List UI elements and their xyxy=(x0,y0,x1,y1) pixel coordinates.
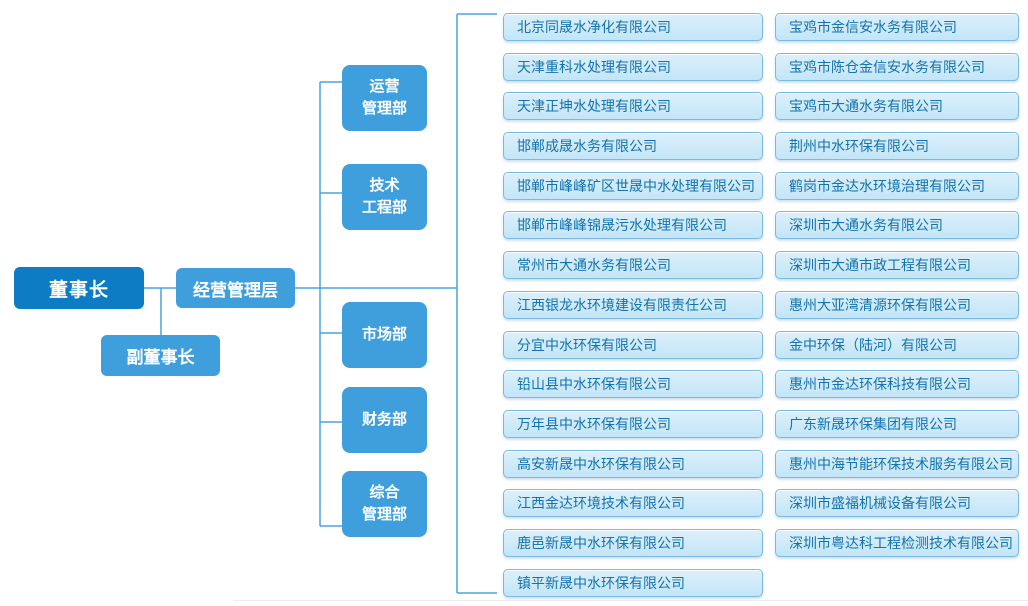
company-box: 宝鸡市大通水务有限公司 xyxy=(775,92,1019,121)
company-column-left: 北京同晟水净化有限公司天津重科水处理有限公司天津正坤水处理有限公司邯郸成晟水务有… xyxy=(503,13,763,606)
company-box: 分宜中水环保有限公司 xyxy=(503,330,763,359)
company-box: 天津重科水处理有限公司 xyxy=(503,52,763,81)
company-box: 邯郸市峰峰矿区世晟中水处理有限公司 xyxy=(503,171,763,200)
company-box: 鹤岗市金达水环境治理有限公司 xyxy=(775,171,1019,200)
department-box-operations: 运营 管理部 xyxy=(342,65,427,131)
company-box: 荆州中水环保有限公司 xyxy=(775,132,1019,161)
company-box: 宝鸡市陈仓金信安水务有限公司 xyxy=(775,52,1019,81)
company-box: 宝鸡市金信安水务有限公司 xyxy=(775,13,1019,41)
management-box: 经营管理层 xyxy=(176,268,295,308)
vice-chairman-box: 副董事长 xyxy=(101,335,220,376)
company-box: 江西金达环境技术有限公司 xyxy=(503,489,763,518)
department-box-market: 市场部 xyxy=(342,302,427,368)
company-box: 高安新晟中水环保有限公司 xyxy=(503,449,763,478)
company-box: 常州市大通水务有限公司 xyxy=(503,251,763,280)
bottom-divider xyxy=(233,600,1028,601)
company-box: 惠州市金达环保科技有限公司 xyxy=(775,370,1019,399)
company-box: 深圳市大通水务有限公司 xyxy=(775,211,1019,240)
company-box: 镇平新晟中水环保有限公司 xyxy=(503,568,763,597)
chairman-box: 董事长 xyxy=(14,267,144,309)
company-box: 鹿邑新晟中水环保有限公司 xyxy=(503,528,763,557)
company-box: 广东新晟环保集团有限公司 xyxy=(775,409,1019,438)
company-box: 北京同晟水净化有限公司 xyxy=(503,13,763,41)
company-box: 惠州中海节能环保技术服务有限公司 xyxy=(775,449,1019,478)
company-box: 惠州大亚湾清源环保有限公司 xyxy=(775,290,1019,319)
company-box: 邯郸成晟水务有限公司 xyxy=(503,132,763,161)
company-box: 天津正坤水处理有限公司 xyxy=(503,92,763,121)
company-box: 金中环保（陆河）有限公司 xyxy=(775,330,1019,359)
company-box: 深圳市大通市政工程有限公司 xyxy=(775,251,1019,280)
department-box-finance: 财务部 xyxy=(342,387,427,453)
company-box: 邯郸市峰峰锦晟污水处理有限公司 xyxy=(503,211,763,240)
company-box: 深圳市粤达科工程检测技术有限公司 xyxy=(775,528,1019,557)
company-box: 万年县中水环保有限公司 xyxy=(503,409,763,438)
department-box-general: 综合 管理部 xyxy=(342,471,427,537)
company-box: 江西银龙水环境建设有限责任公司 xyxy=(503,290,763,319)
department-box-technology: 技术 工程部 xyxy=(342,164,427,230)
company-column-right: 宝鸡市金信安水务有限公司宝鸡市陈仓金信安水务有限公司宝鸡市大通水务有限公司荆州中… xyxy=(775,13,1019,569)
company-box: 深圳市盛福机械设备有限公司 xyxy=(775,489,1019,518)
company-box: 铅山县中水环保有限公司 xyxy=(503,370,763,399)
